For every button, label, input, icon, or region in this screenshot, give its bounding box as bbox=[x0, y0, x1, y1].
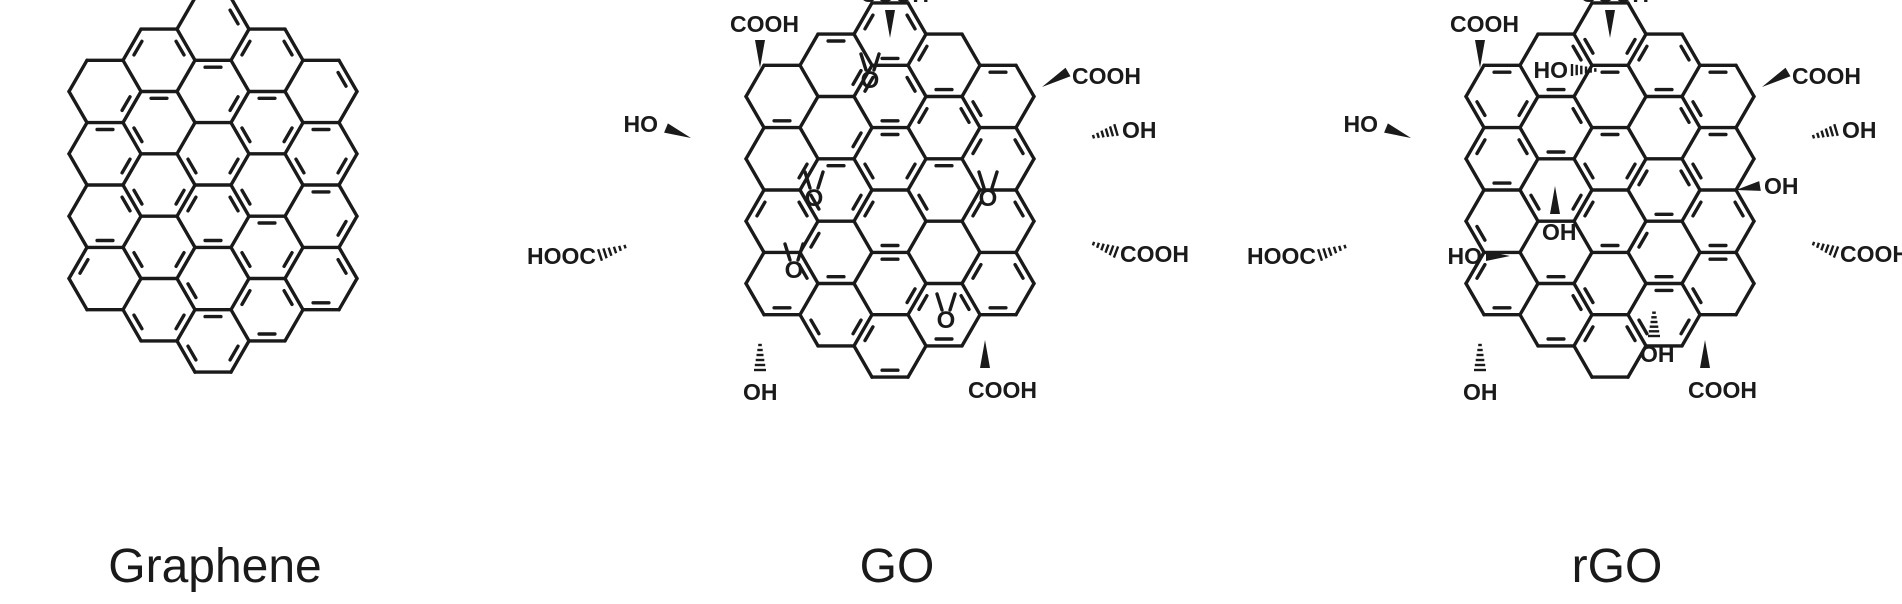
wedge-bond bbox=[885, 10, 895, 38]
carboxyl-group-label: COOH bbox=[1450, 11, 1519, 37]
epoxide-bridge bbox=[977, 170, 999, 190]
carboxyl-group-label: COOH bbox=[1792, 63, 1861, 89]
wedge-bond bbox=[1700, 340, 1710, 368]
wedge-bond bbox=[1042, 67, 1071, 87]
rgo-double-bonds bbox=[1475, 37, 1745, 343]
epoxide-bridge bbox=[783, 242, 805, 262]
epoxide-oxygen-label: O bbox=[861, 67, 880, 94]
wedge-bond bbox=[1384, 123, 1411, 138]
epoxide-oxygen-label: O bbox=[785, 257, 804, 284]
epoxide-oxygen-label: O bbox=[805, 185, 824, 212]
hydroxyl-group-label: HO bbox=[624, 111, 659, 137]
epoxide-oxygen-label: O bbox=[979, 185, 998, 212]
carboxyl-group-label: COOH bbox=[730, 11, 799, 37]
wedge-bond bbox=[664, 123, 691, 138]
hashed-bond bbox=[754, 343, 766, 372]
go-double-bonds bbox=[755, 13, 1025, 372]
hashed-bond bbox=[1648, 311, 1660, 338]
rgo-lattice bbox=[1464, 1, 1756, 379]
hashed-bond bbox=[1091, 123, 1119, 139]
hashed-bond bbox=[1570, 64, 1597, 76]
hydroxyl-group-label: OH bbox=[1842, 117, 1877, 143]
hydroxyl-group-label: OH bbox=[1640, 341, 1675, 367]
wedge-bond bbox=[1475, 40, 1485, 68]
carboxyl-group-label: HOOC bbox=[527, 243, 596, 269]
carboxyl-group-label: COOH bbox=[860, 0, 929, 7]
carboxyl-group-label: COOH bbox=[1120, 241, 1189, 267]
wedge-bond bbox=[1550, 186, 1560, 214]
go-structure: COOH COOH COOH OH HO HOOC COOH OH COOH O O O O O bbox=[527, 0, 1189, 405]
carboxyl-group-label: COOH bbox=[1072, 63, 1141, 89]
carboxyl-group-label: COOH bbox=[1840, 241, 1902, 267]
hashed-bond bbox=[596, 244, 627, 262]
hydroxyl-group-label: HO bbox=[1344, 111, 1379, 137]
hashed-bond bbox=[1811, 241, 1840, 259]
caption-rgo: rGO bbox=[1572, 540, 1663, 593]
hashed-bond bbox=[1316, 244, 1347, 262]
wedge-bond bbox=[1605, 10, 1615, 38]
epoxide-bridge bbox=[859, 52, 881, 72]
hashed-bond bbox=[1474, 343, 1486, 372]
hydroxyl-group-label: OH bbox=[1122, 117, 1157, 143]
hashed-bond bbox=[1811, 123, 1839, 139]
hydroxyl-group-label: HO bbox=[1534, 57, 1569, 83]
hashed-bond bbox=[1091, 241, 1120, 259]
graphene-structure bbox=[67, 0, 359, 374]
wedge-bond bbox=[1486, 251, 1510, 261]
hydroxyl-group-label: OH bbox=[743, 379, 778, 405]
wedge-bond bbox=[980, 340, 990, 368]
hydroxyl-group-label: OH bbox=[1542, 219, 1577, 245]
wedge-bond bbox=[1762, 67, 1791, 87]
epoxide-bridge bbox=[803, 170, 825, 190]
carboxyl-group-label: COOH bbox=[968, 377, 1037, 403]
graphene-lattice bbox=[67, 0, 359, 374]
carboxyl-group-label: COOH bbox=[1580, 0, 1649, 7]
go-lattice bbox=[744, 1, 1036, 379]
wedge-bond bbox=[1736, 181, 1761, 191]
epoxide-oxygen-label: O bbox=[937, 307, 956, 334]
carboxyl-group-label: HOOC bbox=[1247, 243, 1316, 269]
hydroxyl-group-label: OH bbox=[1463, 379, 1498, 405]
caption-go: GO bbox=[860, 540, 935, 593]
graphene-double-bonds bbox=[78, 8, 348, 362]
hydroxyl-group-label: OH bbox=[1764, 173, 1799, 199]
epoxide-bridge bbox=[935, 292, 957, 312]
rgo-structure: COOH COOH COOH OH HO HOOC COOH OH COOH HO OH OH HO OH bbox=[1247, 0, 1902, 405]
caption-graphene: Graphene bbox=[108, 540, 322, 593]
carboxyl-group-label: COOH bbox=[1688, 377, 1757, 403]
wedge-bond bbox=[755, 40, 765, 68]
hydroxyl-group-label: HO bbox=[1448, 243, 1483, 269]
